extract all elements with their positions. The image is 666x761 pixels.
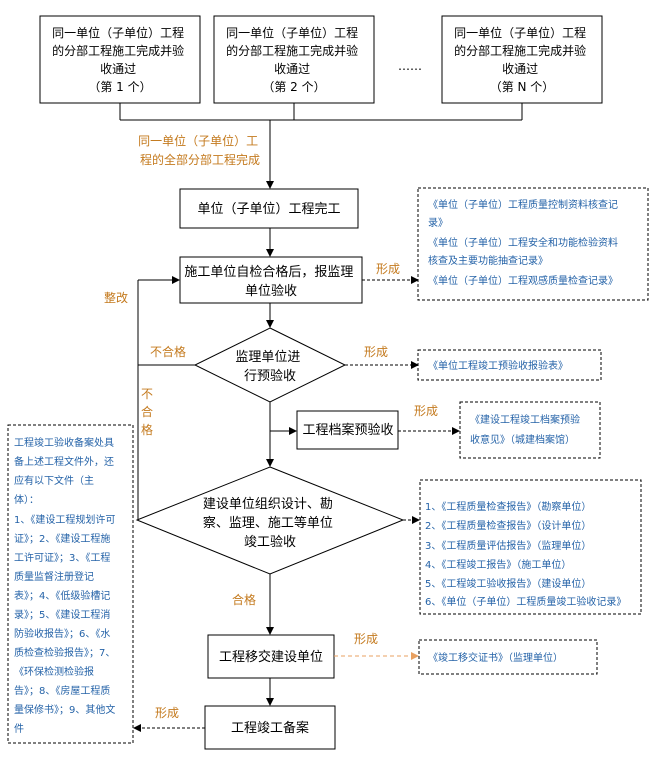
handover-cert-text: 《竣工移交证书》（监理单位） bbox=[428, 651, 563, 664]
construction-line-1: 建设单位组织设计、勘 bbox=[203, 497, 333, 512]
top-box-2-line-3: 收通过 bbox=[274, 62, 310, 76]
top-box-1: 同一单位（子单位）工程 的分部工程施工完成并验 收通过 （第 1 个） bbox=[39, 15, 201, 104]
top-box-3-line-3: 收通过 bbox=[502, 62, 538, 76]
merge-label-line-1: 同一单位（子单位）工 bbox=[138, 133, 258, 148]
rectify-loop bbox=[137, 276, 195, 520]
self-check-doc-1: 《单位（子单位）工程质量控制资料核查记 bbox=[428, 198, 618, 211]
top-box-2-line-1: 同一单位（子单位）工程 bbox=[226, 25, 358, 40]
filing-doc-line-5: 1、《建设工程规划许可 bbox=[14, 513, 115, 526]
top-box-1-line-2: 的分部工程施工完成并验 bbox=[52, 43, 184, 58]
merge-label-line-2: 程的全部分部工程完成 bbox=[140, 152, 260, 167]
merge-label: 同一单位（子单位）工 程的全部分部工程完成 bbox=[138, 133, 262, 167]
acceptance-report-6: 6、《单位（子单位）工程质量竣工验收记录》 bbox=[425, 595, 626, 608]
fail-label-2-char-2: 合 bbox=[141, 404, 153, 419]
filing-doc-line-16: 件 bbox=[14, 723, 24, 735]
construction-line-2: 察、监理、施工等单位 bbox=[203, 515, 333, 531]
filing-doc-line-12: 质检查检验报告》；7、 bbox=[14, 646, 115, 659]
filing-doc-line-11: 防验收报告》；6、《水 bbox=[14, 627, 110, 640]
self-check-box: 施工单位自检合格后，报监理 单位验收 bbox=[179, 256, 363, 304]
top-box-3-line-4: （第 N 个） bbox=[490, 80, 555, 94]
form-label-4: 形成 bbox=[354, 632, 378, 646]
acceptance-report-3: 3、《工程质量评估报告》（监理单位） bbox=[425, 539, 591, 552]
construction-line-3: 竣工验收 bbox=[244, 534, 296, 550]
filing-doc-line-7: 工许可证》；3、《工程 bbox=[14, 552, 110, 564]
svg-text:《单位（子单位）工程质量控制资料核查记 录》: 《单位（子单位）工程质量控制资料核查记 录》 《单位（子单位）工程安全和功能检验… bbox=[428, 198, 621, 287]
self-check-line-2: 单位验收 bbox=[245, 283, 297, 299]
form-label-5: 形成 bbox=[155, 706, 179, 720]
archive-opinion-line-2: 收意见》（城建档案馆） bbox=[470, 433, 575, 446]
form-label-1: 形成 bbox=[376, 262, 400, 276]
filing-doc-line-13: 《环保检测检验报 bbox=[14, 665, 94, 678]
record-filing-text: 工程竣工备案 bbox=[231, 720, 309, 736]
top-box-3-line-2: 的分部工程施工完成并验 bbox=[454, 43, 586, 58]
ellipsis: …… bbox=[398, 59, 422, 73]
handover-cert-note: 《竣工移交证书》（监理单位） bbox=[418, 639, 598, 675]
fail-label-2-char-1: 不 bbox=[141, 387, 153, 401]
top-box-3: 同一单位（子单位）工程 的分部工程施工完成并验 收通过 （第 N 个） bbox=[441, 15, 603, 104]
acceptance-report-2: 2、《工程质量检查报告》（设计单位） bbox=[425, 519, 591, 532]
handover-text: 工程移交建设单位 bbox=[219, 649, 323, 665]
top-box-2-line-4: （第 2 个） bbox=[262, 80, 325, 94]
filing-doc-line-3: 应有以下文件（主 bbox=[14, 474, 94, 487]
top-box-1-line-1: 同一单位（子单位）工程 bbox=[52, 25, 184, 40]
filing-doc-line-9: 表》；4、《低级验槽记 bbox=[14, 589, 110, 602]
top-box-1-line-3: 收通过 bbox=[100, 62, 136, 76]
supervision-line-2: 行预验收 bbox=[244, 368, 296, 384]
top-box-3-line-1: 同一单位（子单位）工程 bbox=[454, 25, 586, 40]
svg-text:同一单位（子单位）工程 的分部工程施工完成并验: 同一单位（子单位）工程 的分部工程施工完成并验 收通过 （第 N 个） bbox=[454, 25, 590, 94]
top-box-2: 同一单位（子单位）工程 的分部工程施工完成并验 收通过 （第 2 个） bbox=[213, 15, 375, 104]
top-box-2-line-2: 的分部工程施工完成并验 bbox=[226, 43, 358, 58]
merge-connector bbox=[119, 103, 523, 189]
filing-doc-line-10: 录》；5、《建设工程消 bbox=[14, 608, 110, 621]
pass-label: 合格 bbox=[232, 592, 256, 607]
svg-text:监理单位进 行预验收: 监理单位进 行预验收 bbox=[235, 350, 304, 384]
filing-doc-line-1: 工程竣工验收备案处具 bbox=[14, 436, 114, 449]
precheck-report-text: 《单位工程竣工预验收报验表》 bbox=[428, 359, 568, 372]
self-check-docs-note: 《单位（子单位）工程质量控制资料核查记 录》 《单位（子单位）工程安全和功能检验… bbox=[417, 187, 649, 301]
filing-docs-note: 工程竣工验收备案处具 备上述工程文件外，还 应有以下文件（主 体）： 1、《建设… bbox=[7, 424, 134, 744]
svg-text:1、《工程质量检查报告》（勘察单位） 2、《工程: 1、《工程质量检查报告》（勘察单位） 2、《工程质量检查报告》（设计单位） 3、… bbox=[425, 500, 626, 608]
svg-text:同一单位（子单位）工程 的分部工程施工完成并验: 同一单位（子单位）工程 的分部工程施工完成并验 收通过 （第 1 个） bbox=[52, 25, 188, 94]
archive-opinion-line-1: 《建设工程竣工档案预验 bbox=[470, 413, 580, 426]
unit-complete-text: 单位（子单位）工程完工 bbox=[197, 202, 340, 217]
archive-opinion-note: 《建设工程竣工档案预验 收意见》（城建档案馆） bbox=[459, 401, 601, 459]
archive-precheck-box: 工程档案预验收 bbox=[296, 410, 399, 450]
fail-label-2: 不 合 格 bbox=[141, 387, 157, 437]
svg-text:《建设工程竣工档案预验 收意见》（城建档案馆）: 《建设工程竣工档案预验 收意见》（城建档案馆） bbox=[470, 413, 583, 446]
self-check-line-1: 施工单位自检合格后，报监理 bbox=[184, 264, 353, 280]
filing-doc-line-8: 质量监督注册登记 bbox=[14, 570, 94, 583]
filing-doc-line-6: 证》；2、《建设工程施 bbox=[14, 532, 110, 545]
self-check-doc-3: 《单位（子单位）工程安全和功能检验资料 bbox=[428, 236, 618, 249]
svg-text:建设单位组织设计、勘 察、监理、施工等单位: 建设单位组织设计、勘 察、监理、施工等单位 竣工验收 bbox=[203, 497, 337, 550]
acceptance-report-4: 4、《工程竣工报告》（施工单位） bbox=[425, 558, 571, 571]
supervision-precheck-diamond: 监理单位进 行预验收 bbox=[193, 327, 347, 403]
acceptance-report-1: 1、《工程质量检查报告》（勘察单位） bbox=[425, 500, 591, 513]
fail-label-2-char-3: 格 bbox=[141, 422, 153, 437]
construction-acceptance-diamond: 建设单位组织设计、勘 察、监理、施工等单位 竣工验收 bbox=[135, 466, 405, 575]
svg-text:工程竣工验收备案处具 备上述工程文件外，还: 工程竣工验收备案处具 备上述工程文件外，还 应有以下文件（主 体）： 1、《建设… bbox=[14, 436, 119, 735]
rectify-label: 整改 bbox=[104, 290, 128, 305]
handover-box: 工程移交建设单位 bbox=[207, 634, 335, 679]
filing-doc-line-2: 备上述工程文件外，还 bbox=[14, 455, 114, 468]
filing-doc-line-15: 量保修书》；9、其他文 bbox=[14, 703, 115, 716]
filing-doc-line-14: 告》；8、《房屋工程质 bbox=[14, 684, 110, 697]
form-label-2: 形成 bbox=[364, 345, 388, 359]
svg-text:同一单位（子单位）工程 的分部工程施工完成并验: 同一单位（子单位）工程 的分部工程施工完成并验 收通过 （第 2 个） bbox=[226, 25, 362, 94]
supervision-line-1: 监理单位进 bbox=[235, 350, 300, 365]
record-filing-box: 工程竣工备案 bbox=[204, 705, 336, 750]
self-check-doc-2: 录》 bbox=[428, 217, 448, 229]
filing-doc-line-4: 体）： bbox=[14, 494, 39, 506]
acceptance-report-5: 5、《工程竣工验收报告》（建设单位） bbox=[425, 577, 591, 590]
form-label-3: 形成 bbox=[414, 404, 438, 418]
archive-precheck-text: 工程档案预验收 bbox=[302, 422, 393, 438]
unit-complete-box: 单位（子单位）工程完工 bbox=[179, 188, 359, 229]
svg-text:施工单位自检合格后，报监理 单位验收: 施工单位自检合格后，报监理 单位验收 bbox=[184, 264, 357, 299]
acceptance-reports-note: 1、《工程质量检查报告》（勘察单位） 2、《工程质量检查报告》（设计单位） 3、… bbox=[419, 479, 642, 615]
self-check-doc-5: 《单位（子单位）工程观感质量检查记录》 bbox=[428, 274, 618, 287]
self-check-doc-4: 核查及主要功能抽查记录》 bbox=[428, 254, 548, 267]
top-box-1-line-4: （第 1 个） bbox=[88, 80, 151, 94]
fail-label-1: 不合格 bbox=[150, 344, 186, 359]
precheck-report-note: 《单位工程竣工预验收报验表》 bbox=[417, 349, 602, 381]
